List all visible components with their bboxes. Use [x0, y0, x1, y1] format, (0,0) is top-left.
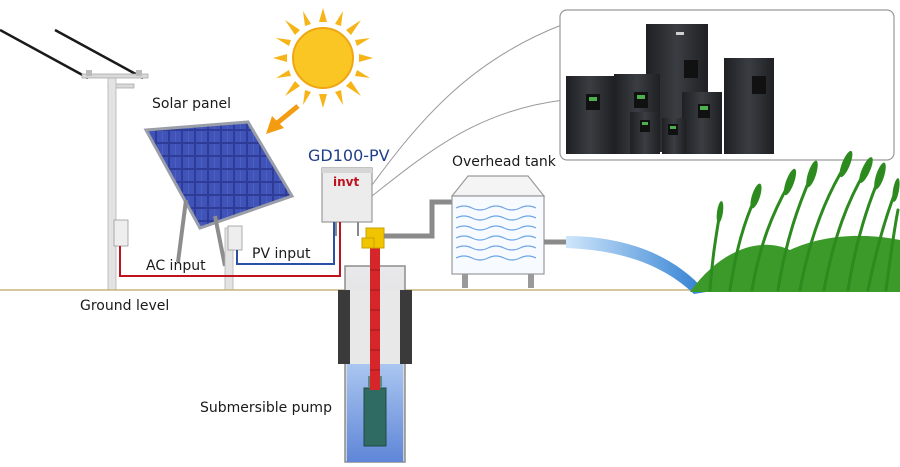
ac-input-label: AC input: [146, 258, 206, 274]
power-lines: [0, 28, 144, 80]
water-flow: [566, 236, 706, 294]
pv-input-label: PV input: [252, 246, 311, 262]
sun-icon: [273, 8, 373, 108]
callout-lines: [371, 23, 565, 197]
brand-logo: invt: [333, 175, 359, 189]
delivery-pipe: [384, 199, 454, 239]
submersible-pump-label: Submersible pump: [200, 400, 332, 416]
utility-pole-icon: [81, 70, 149, 291]
overhead-tank-label: Overhead tank: [452, 154, 557, 170]
inverter-product-icon: [566, 24, 774, 154]
sun-arrow-icon: [266, 104, 300, 134]
submersible-pump-icon: [338, 227, 412, 463]
water-tank-icon: [450, 175, 546, 288]
pv-wire: [236, 222, 335, 265]
ground-level-label: Ground level: [80, 298, 169, 314]
solar-panel-label: Solar panel: [152, 96, 231, 112]
controller-model-label: GD100-PV: [308, 146, 390, 165]
controller-box-icon: [321, 167, 373, 236]
ac-wire: [119, 222, 341, 277]
grass-icon: [690, 150, 900, 292]
solar-panel-icon: [143, 120, 295, 291]
